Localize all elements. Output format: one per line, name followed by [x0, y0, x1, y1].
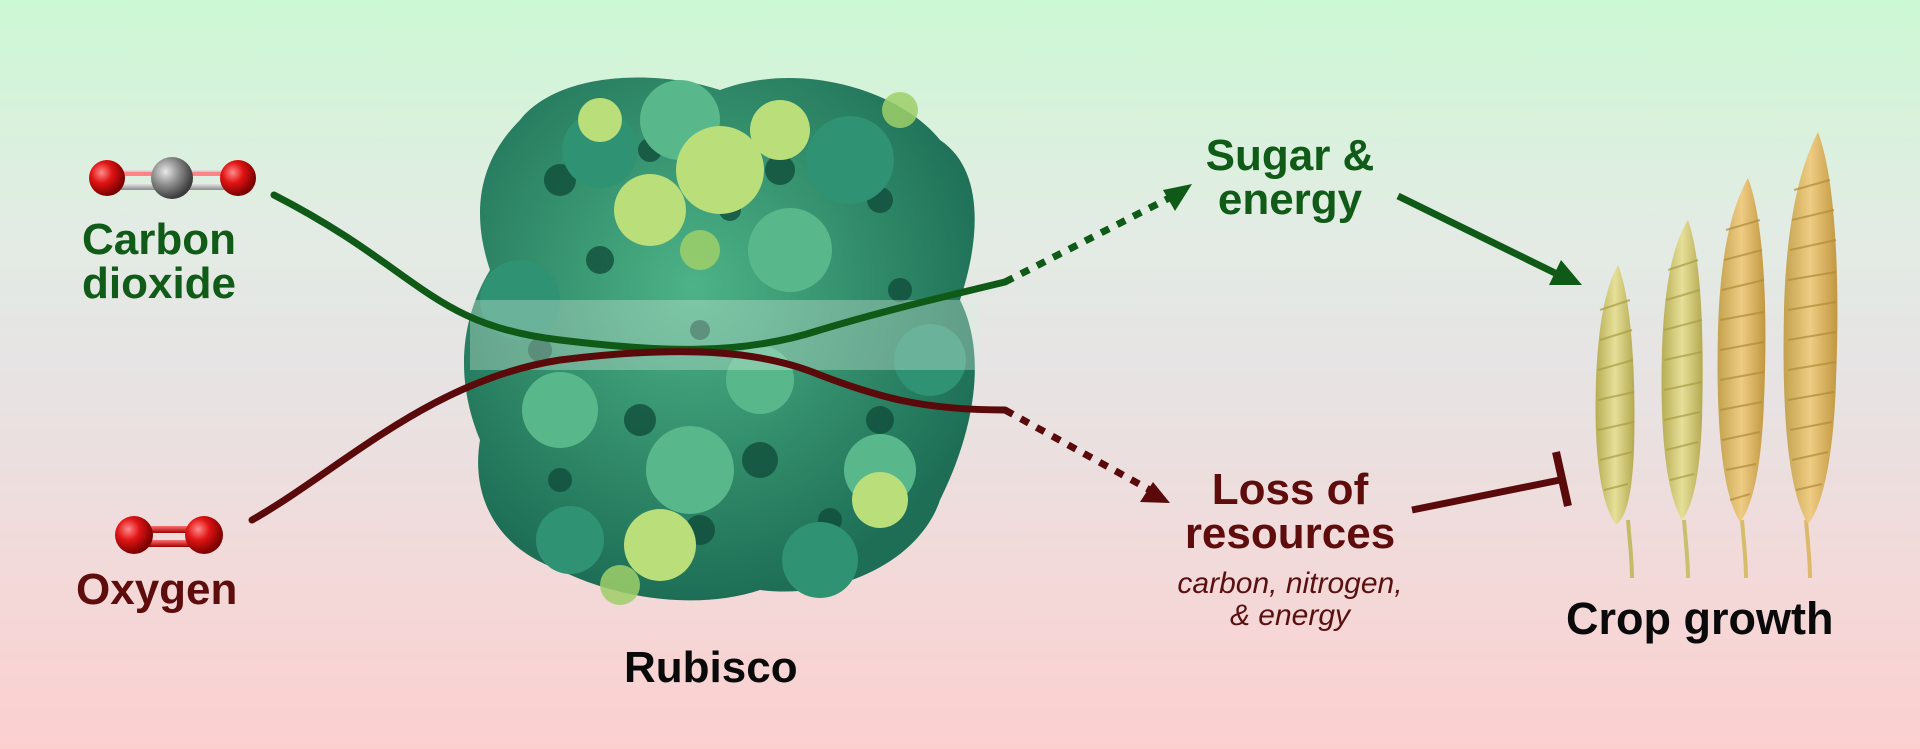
wheat-ear-icon	[1661, 220, 1703, 579]
crop-growth-label: Crop growth	[1566, 593, 1834, 644]
loss-detail-label-line2: & energy	[1229, 599, 1351, 633]
arrow-to-sugar-icon	[1163, 184, 1192, 211]
loss-inhibits-growth-line	[1411, 451, 1572, 514]
wheat-ear-icon	[1595, 265, 1635, 579]
inhibition-bar-icon	[1552, 451, 1572, 507]
arrow-to-crop-icon	[1549, 260, 1582, 285]
rubisco-label: Rubisco	[624, 643, 798, 692]
rubisco-protein-icon	[463, 77, 980, 605]
wheat-ear-icon	[1717, 178, 1766, 579]
loss-of-resources-label-line2: resources	[1184, 509, 1396, 558]
oxygen-label: Oxygen	[76, 565, 238, 614]
arrow-to-loss-icon	[1140, 482, 1170, 503]
carbon-dioxide-label-line1: Carbon	[82, 215, 236, 264]
loss-of-resources-label-line1: Loss of	[1211, 465, 1369, 514]
wheat-ear-icon	[1783, 132, 1838, 579]
carbon-dioxide-molecule-icon	[89, 157, 256, 199]
sugar-energy-label-line1: Sugar &	[1205, 131, 1375, 180]
loss-detail-label: carbon, nitrogen, & energy	[1140, 567, 1440, 633]
carbon-dioxide-label: Carbon dioxide	[82, 218, 282, 306]
carbon-dioxide-label-line2: dioxide	[82, 259, 237, 308]
loss-of-resources-label: Loss of resources	[1170, 468, 1410, 556]
sugar-energy-label: Sugar & energy	[1190, 134, 1390, 222]
loss-detail-label-line1: carbon, nitrogen,	[1177, 567, 1403, 600]
oxygen-molecule-icon	[115, 516, 223, 554]
sugar-to-growth-arrow	[1396, 192, 1582, 285]
sugar-energy-label-line2: energy	[1217, 175, 1363, 224]
oxygenation-pathway	[248, 348, 1170, 524]
